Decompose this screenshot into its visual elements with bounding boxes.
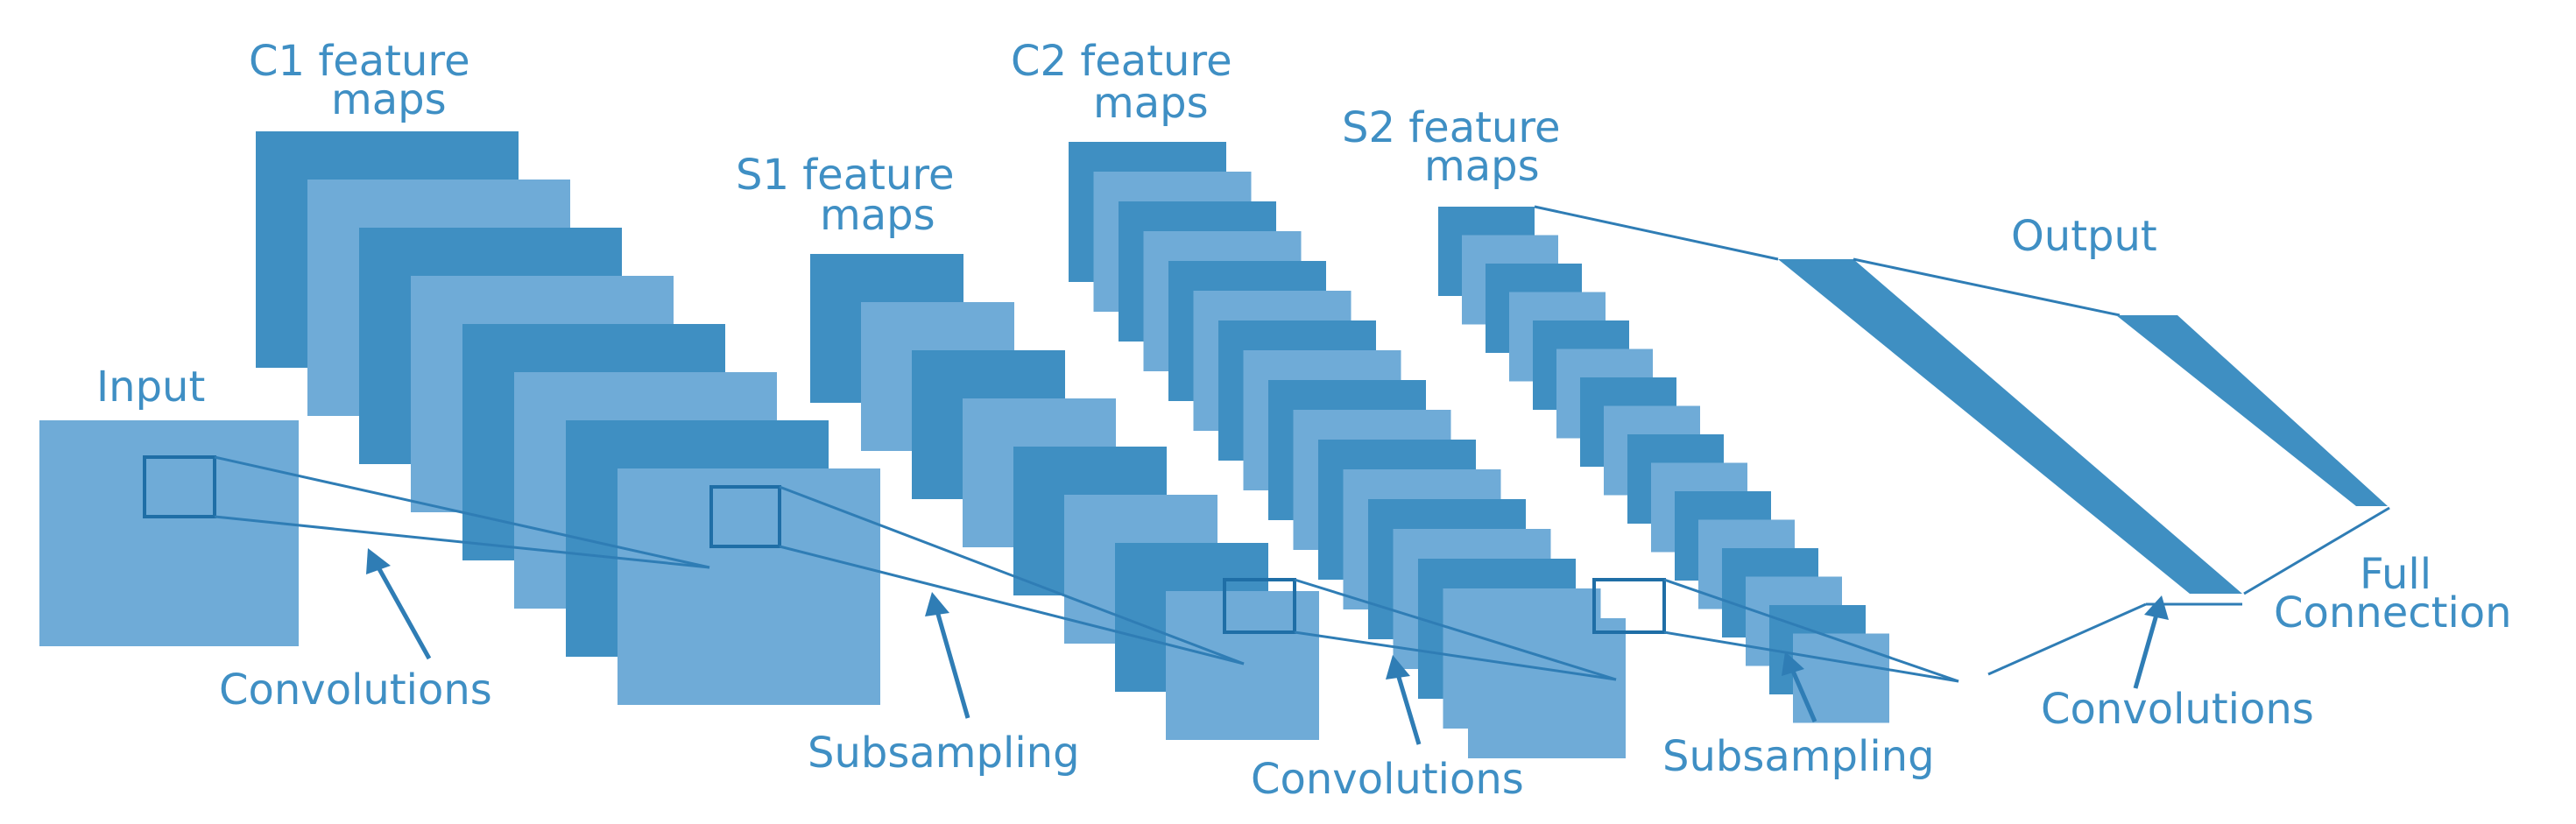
full-connection-label-line2: Connection [2274, 588, 2512, 637]
c2-kernel-box [1223, 578, 1296, 634]
input-kernel-box [143, 455, 216, 518]
s1-label-line1: S1 feature [736, 151, 955, 200]
subsampling-label-2: Subsampling [1662, 732, 1935, 781]
c2b-kernel-box [1592, 578, 1666, 634]
convolutions-label-1: Convolutions [219, 666, 492, 715]
c2-map-17 [1468, 618, 1626, 758]
s2-label-line1: S2 feature [1342, 103, 1561, 152]
c1-label-line2: maps [331, 75, 447, 124]
c2-label-line1: C2 feature [1011, 37, 1232, 86]
arrow-convolutions-2 [1395, 673, 1422, 745]
convolutions-label-3: Convolutions [2041, 685, 2314, 734]
arrows [366, 548, 2169, 745]
output-label: Output [2011, 212, 2157, 261]
c1-feature-maps [256, 131, 880, 705]
c2-label-line2: maps [1093, 79, 1209, 128]
dense-layer-bar [1778, 259, 2242, 594]
s2-label-line2: maps [1424, 142, 1540, 191]
s1-feature-maps [810, 254, 1319, 740]
c1-kernel-box [709, 485, 781, 548]
projection-lines [214, 455, 1959, 683]
c2-feature-maps [1069, 142, 1626, 758]
s2-feature-maps [1438, 207, 1889, 723]
input-label: Input [96, 363, 205, 412]
subsampling-label-1: Subsampling [808, 729, 1080, 778]
arrow-convolutions-3 [2133, 614, 2159, 689]
convolutions-label-2: Convolutions [1251, 755, 1524, 804]
arrow-subsampling-2 [1789, 668, 1817, 722]
output-layer [1534, 205, 2390, 676]
output-layer-bar [2116, 315, 2388, 506]
arrow-convolutions-1 [376, 566, 432, 660]
input-map [39, 420, 299, 646]
full-connection-label-line1: Full [2360, 550, 2431, 599]
s1-label-line2: maps [820, 191, 935, 240]
c1-label-line1: C1 feature [249, 37, 470, 86]
arrow-subsampling-1 [935, 610, 970, 719]
c1-map-8 [618, 468, 880, 705]
